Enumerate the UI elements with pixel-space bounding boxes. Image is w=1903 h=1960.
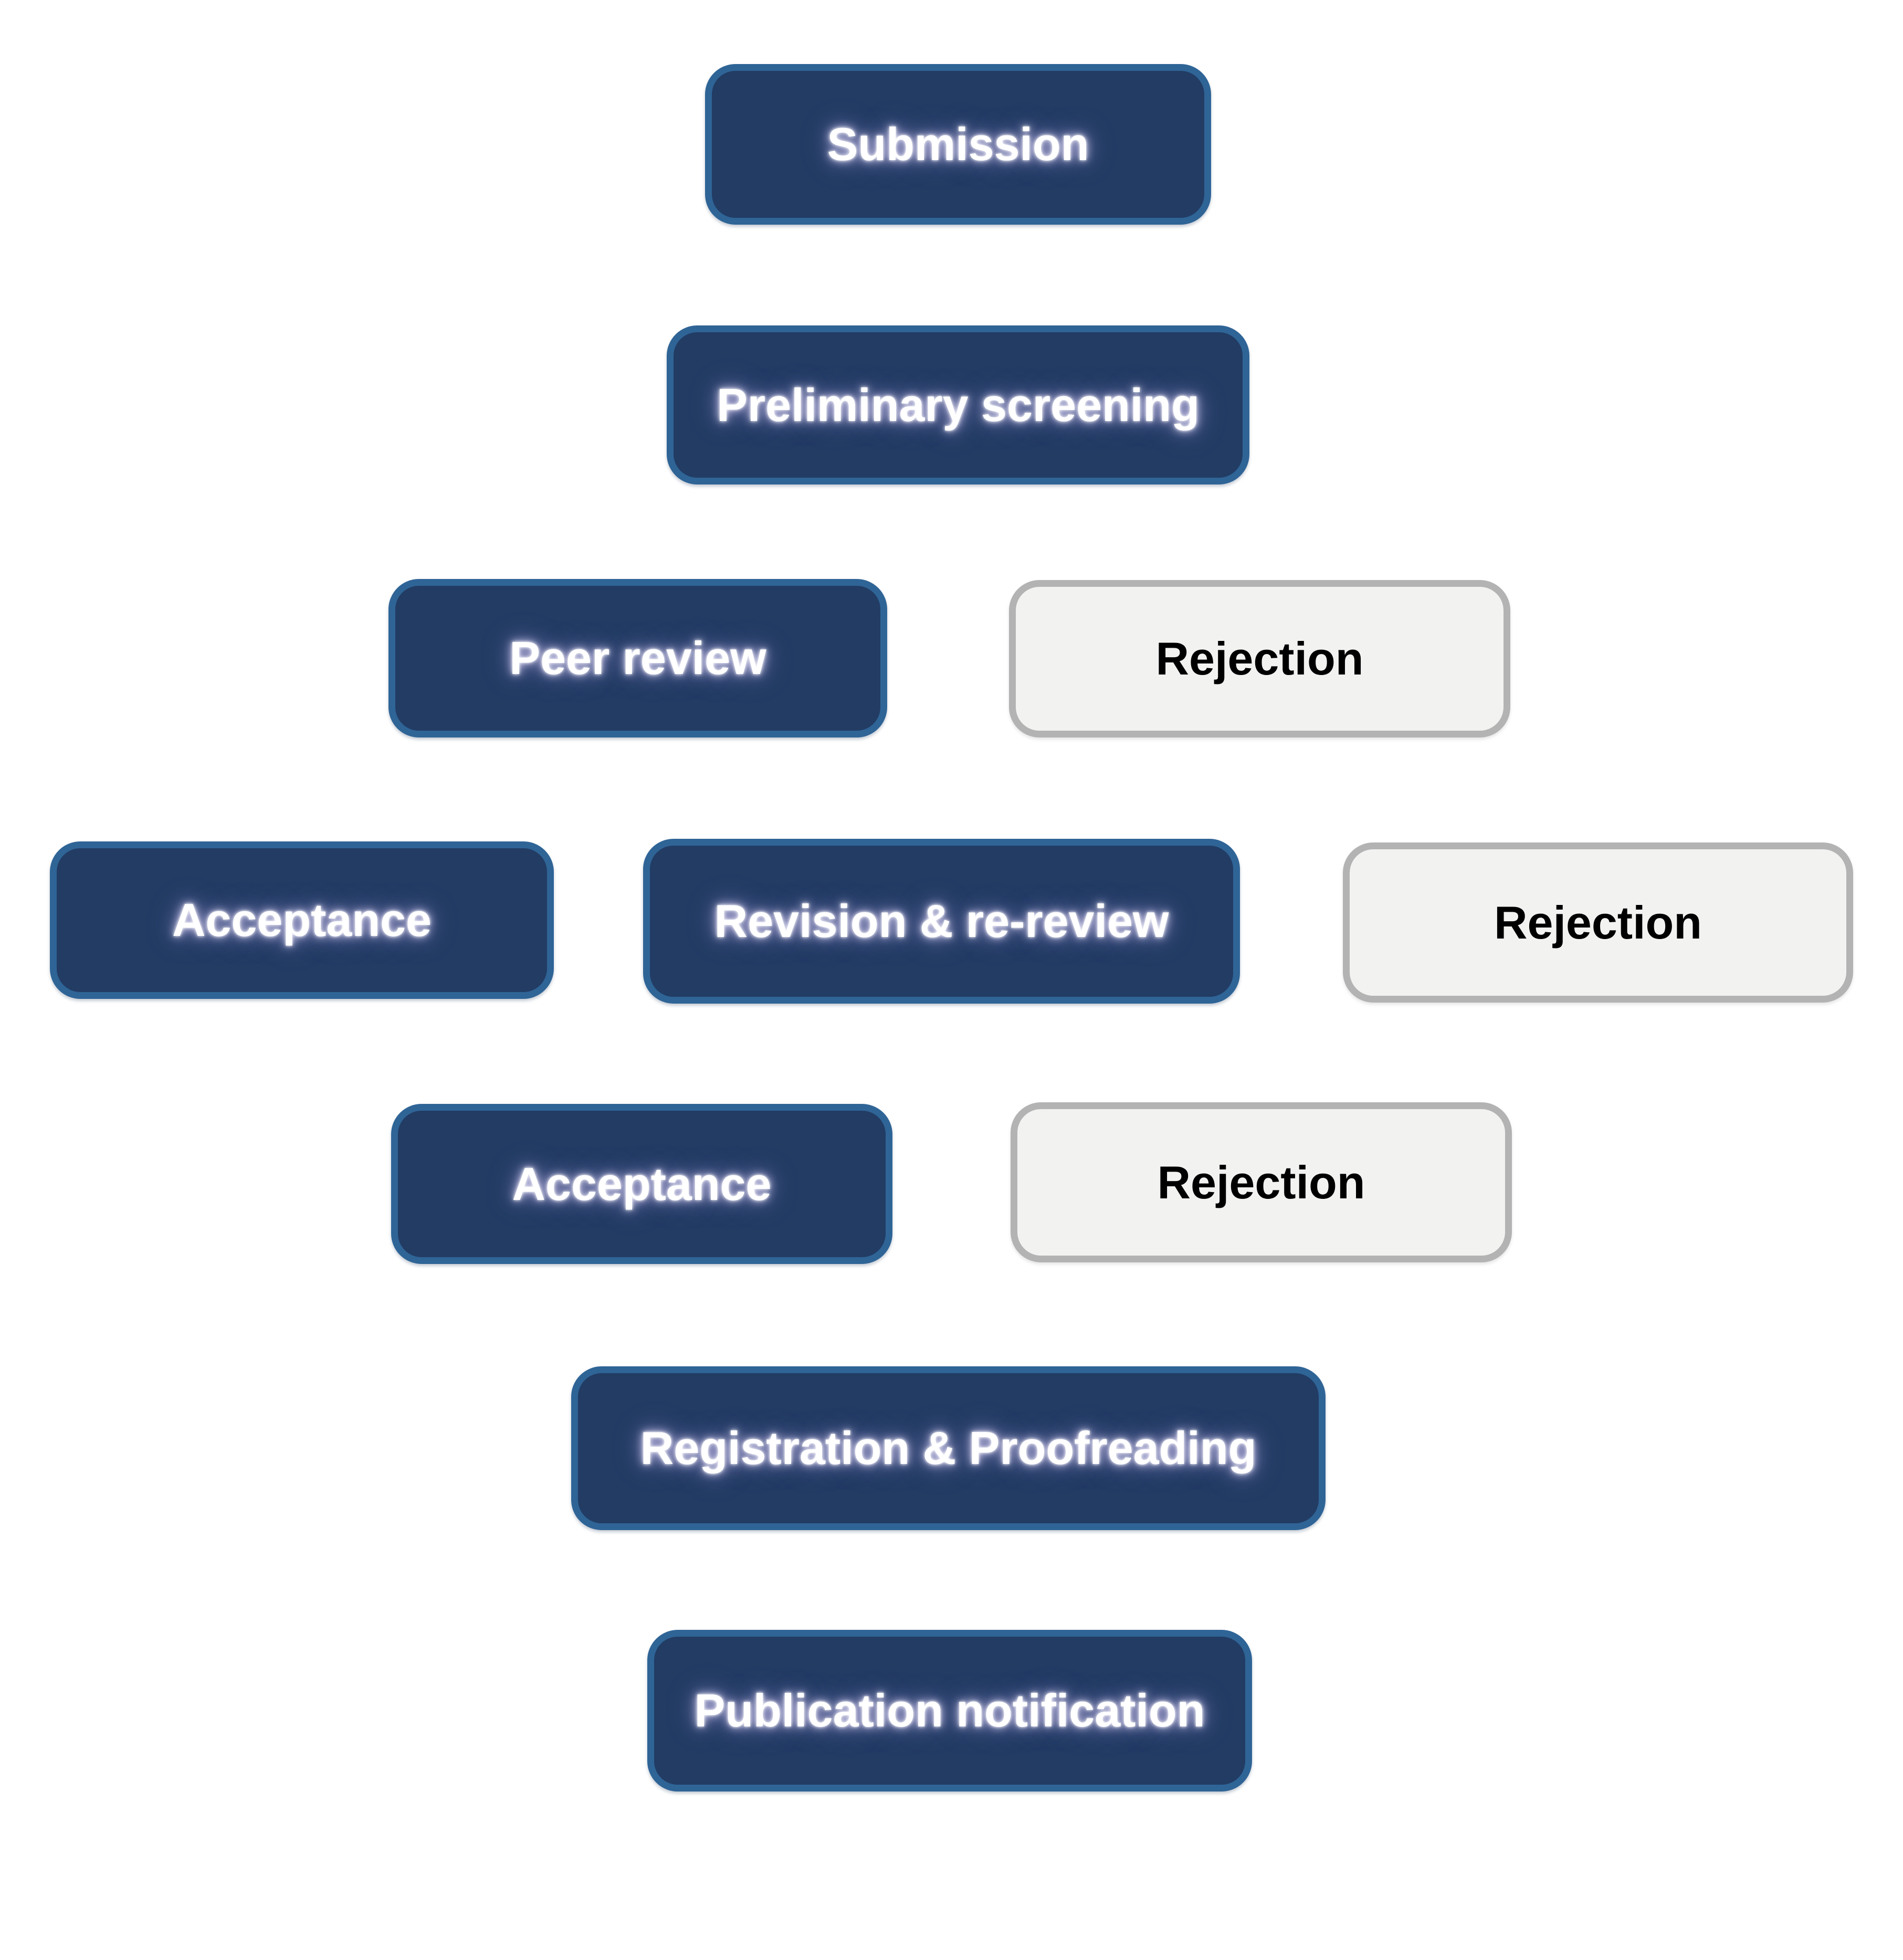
node-registration-proofreading: Registration & Proofreading — [571, 1366, 1326, 1530]
node-rejection-2: Rejection — [1343, 842, 1853, 1003]
node-acceptance-1-label: Acceptance — [172, 894, 432, 946]
node-acceptance-1: Acceptance — [50, 841, 554, 999]
node-registration-proofreading-label: Registration & Proofreading — [640, 1422, 1257, 1474]
node-acceptance-2-label: Acceptance — [512, 1157, 772, 1210]
node-rejection-3: Rejection — [1011, 1102, 1512, 1262]
node-rejection-3-label: Rejection — [1157, 1156, 1365, 1208]
node-publication-notification: Publication notification — [647, 1630, 1252, 1792]
node-publication-notification-label: Publication notification — [694, 1684, 1205, 1736]
node-revision-re-review: Revision & re-review — [643, 839, 1240, 1004]
node-rejection-1: Rejection — [1009, 580, 1510, 737]
node-submission: Submission — [705, 64, 1211, 225]
node-peer-review-label: Peer review — [509, 632, 766, 684]
node-preliminary-screening: Preliminary screening — [667, 325, 1249, 484]
node-revision-re-review-label: Revision & re-review — [714, 895, 1169, 947]
node-rejection-1-label: Rejection — [1155, 633, 1364, 684]
node-preliminary-screening-label: Preliminary screening — [717, 378, 1200, 431]
node-rejection-2-label: Rejection — [1494, 896, 1702, 949]
node-peer-review: Peer review — [388, 579, 887, 737]
node-acceptance-2: Acceptance — [391, 1104, 892, 1264]
node-submission-label: Submission — [827, 118, 1089, 170]
